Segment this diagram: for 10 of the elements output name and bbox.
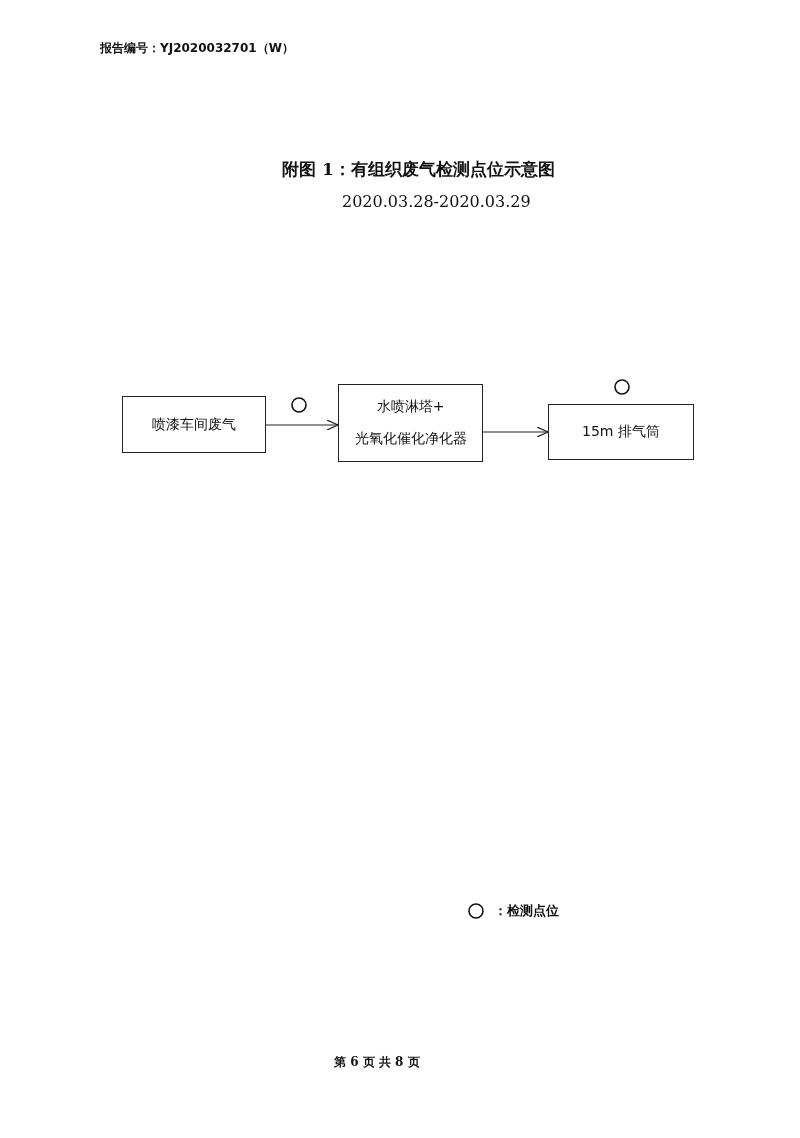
- arrow: [482, 426, 549, 438]
- date-text: 2020.03.28-2020.03.29: [342, 192, 531, 211]
- arrow: [265, 419, 339, 431]
- header-text: 报告编号：YJ2020032701（W）: [100, 40, 294, 57]
- title: 附图 1：有组织废气检测点位示意图: [282, 158, 555, 181]
- process-box: 喷漆车间废气: [122, 396, 266, 453]
- process-box: 15m 排气筒: [548, 404, 694, 460]
- legend-text: ：检测点位: [494, 902, 559, 920]
- process-box: 水喷淋塔+ 光氧化催化净化器: [338, 384, 483, 462]
- page-number: 第 6 页 共 8 页: [334, 1054, 420, 1071]
